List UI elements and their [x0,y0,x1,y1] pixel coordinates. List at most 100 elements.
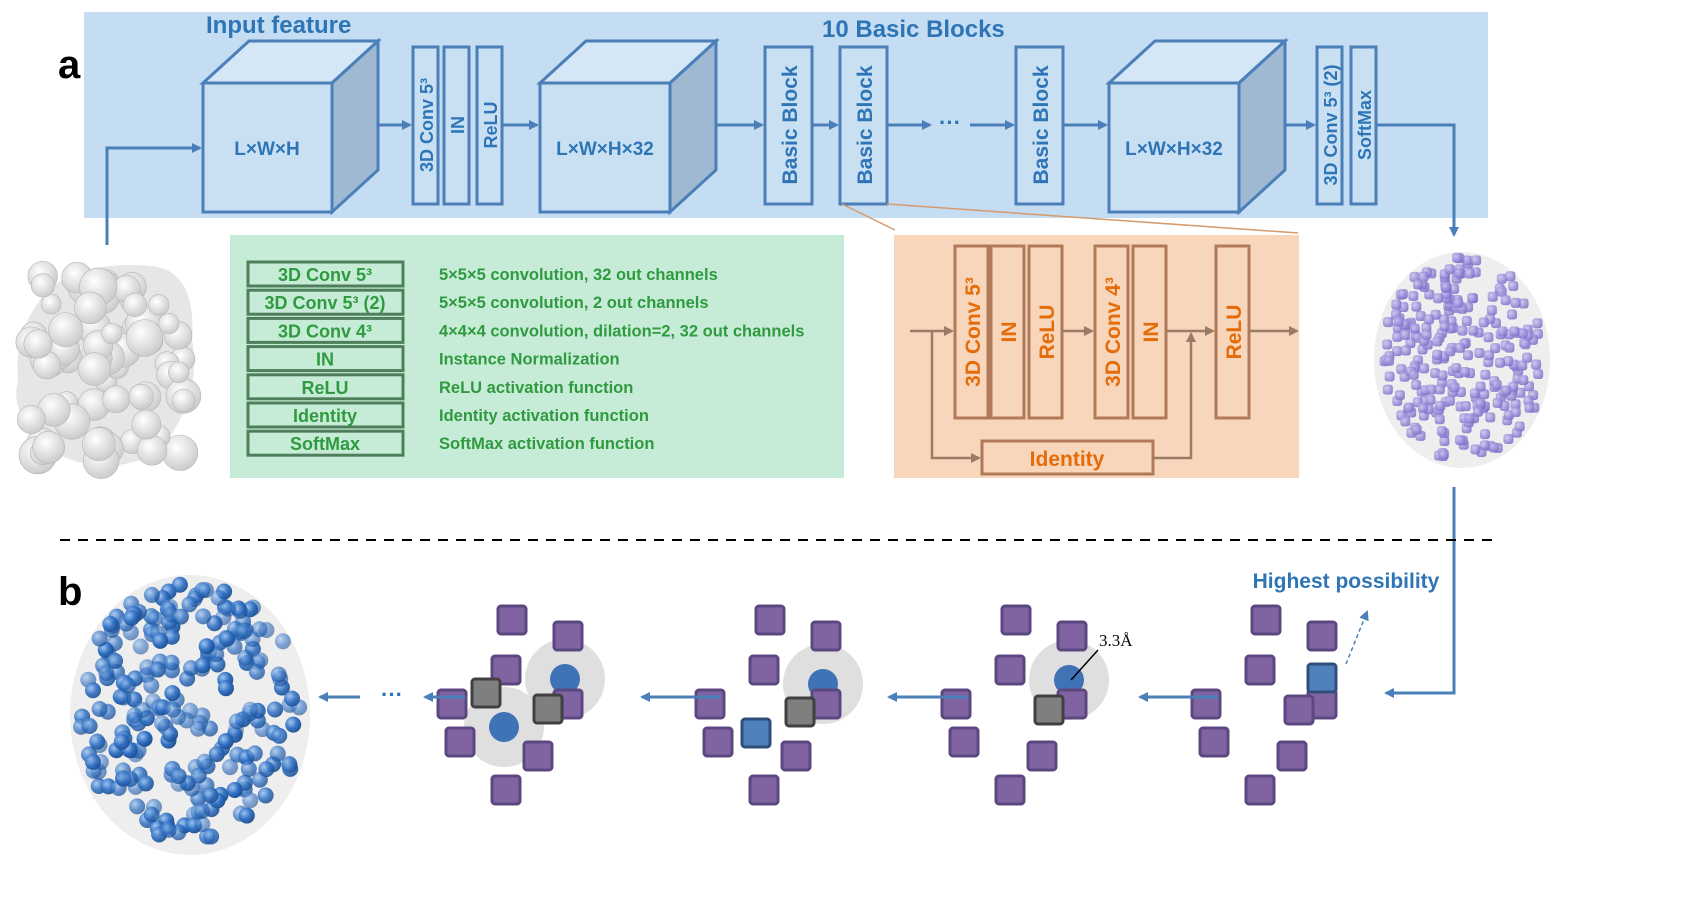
grid-voxel [1400,345,1411,356]
grid-point-square [780,740,812,772]
grid-voxel [1503,434,1514,445]
grid-point-square [552,620,584,652]
placed-water-atom [242,701,259,718]
protein-surface-lobe [102,385,130,414]
placed-water-atom [271,727,288,744]
grid-point-square [444,726,476,758]
grid-point-square [748,654,780,686]
placed-water-atom [194,802,211,819]
placed-water-atom [123,609,140,626]
grid-voxel [1470,444,1481,455]
placed-water-atom [228,713,245,730]
placed-water-atom [160,821,177,838]
grid-point-square [1026,740,1058,772]
cube2-label: L×W×H×32 [556,139,654,160]
layer-softmax-label: SoftMax [1355,90,1375,160]
basic-block-1: Basic Block [763,45,814,206]
grid-voxel [1392,346,1403,357]
legend-desc: ReLU activation function [439,379,633,397]
grid-point-square [948,726,980,758]
grid-voxel [1518,298,1529,309]
layer-in-label: IN [448,116,468,134]
placed-water-atom [91,630,108,647]
grid-voxel [1517,360,1528,371]
placed-water-atom [222,759,239,776]
blocks-ellipsis: ··· [939,110,961,135]
placed-water-atom [143,677,160,694]
grid-voxel [1438,449,1449,460]
protein-surface-lobe [158,313,180,335]
grid-voxel [1408,369,1419,380]
grid-voxel [1474,348,1485,359]
grid-voxel [1455,435,1466,446]
protein-atoms-image [70,575,310,855]
grid-voxel [1461,316,1472,327]
placed-water-atom [194,816,211,833]
placed-water-atom [258,761,275,778]
basic-block-10: Basic Block [1014,45,1065,206]
protein-surface-lobe [77,352,112,386]
steps-ellipsis: ··· [381,682,403,707]
grid-voxel [1411,424,1422,435]
grid-point-square [490,654,522,686]
protein-surface-lobe [122,292,148,317]
protein-surface-lobe [30,273,55,298]
legend-desc: Identity activation function [439,407,649,425]
grid-point-square [1000,604,1032,636]
grid-voxel [1409,323,1420,334]
legend-key-box [246,373,405,401]
basic-block-2: Basic Block [838,45,889,206]
detail-conv43-label: 3D Conv 4³ [1102,277,1125,387]
grid-voxel [1517,328,1528,339]
grid-point-square [1244,654,1276,686]
placed-water-atom [284,690,301,707]
cube1-label: L×W×H [234,139,299,160]
grid-voxel [1400,416,1411,427]
to-step-b-arrow [1384,487,1456,698]
cube-features-32: L×W×H×32 [536,37,720,216]
grid-voxel [1426,384,1437,395]
cube3-label: L×W×H×32 [1125,139,1223,160]
cube-output-32: L×W×H×32 [1105,37,1289,216]
placed-water-atom [270,666,287,683]
grid-voxel [1460,401,1471,412]
grid-point-square [694,688,726,720]
layer-conv53-label: 3D Conv 5³ [417,78,437,172]
excluded-square [1033,694,1065,726]
grid-voxel [1400,329,1411,340]
grid-voxel [1483,332,1494,343]
placed-water-atom [165,701,182,718]
grid-voxel [1424,314,1435,325]
placed-water-atom [220,600,237,617]
placed-water-atom [170,768,187,785]
grid-voxel [1520,339,1531,350]
placed-water-atom [154,715,171,732]
grid-point-square [496,604,528,636]
placed-water-atom [149,661,166,678]
placed-water-atom [252,652,269,669]
legend-key-box [246,401,405,429]
distance-label: 3.3Å [1099,631,1133,650]
detail-conv53: 3D Conv 5³ [953,244,990,420]
detail-in2-label: IN [1140,322,1163,343]
placement-steps [436,604,1338,806]
grid-voxel [1439,435,1450,446]
placed-water-atom [126,707,143,724]
placed-water-atom [237,649,254,666]
placed-water-atom [197,582,214,599]
grid-point-square [1306,620,1338,652]
grid-voxel [1411,379,1422,390]
protein-surface-image [15,260,202,479]
grid-voxel [1444,264,1455,275]
grid-voxel [1464,413,1475,424]
grid-voxel [1419,363,1430,374]
placed-water-atom [136,730,153,747]
grid-voxel [1383,317,1394,328]
placed-water-atom [285,716,302,733]
grid-point-square [1250,604,1282,636]
grid-voxel [1421,329,1432,340]
grid-voxel [1409,271,1420,282]
